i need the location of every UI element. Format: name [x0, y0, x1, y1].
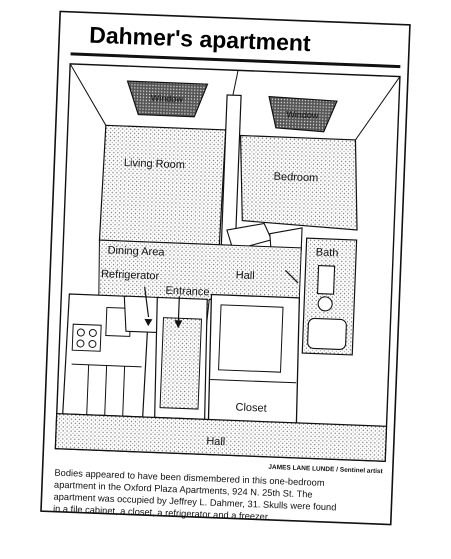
- refrigerator-arrow: [144, 286, 150, 318]
- hall-bottom-label: Hall: [206, 435, 225, 448]
- hall-inner-label: Hall: [235, 269, 254, 282]
- floor-plan: [54, 63, 401, 463]
- closet-door: [218, 304, 284, 373]
- cabinet-line: [122, 366, 126, 417]
- entrance-label: Entrance: [165, 285, 209, 299]
- entrance-floor: [159, 317, 202, 410]
- stove-burner: [88, 339, 97, 348]
- stove-burner: [76, 328, 85, 337]
- bath-label: Bath: [316, 246, 339, 259]
- closet-line: [210, 379, 297, 384]
- cabinet-line: [86, 364, 90, 415]
- stove-burner: [76, 339, 85, 348]
- window-right-shape: [268, 95, 338, 133]
- entrance-arrow: [177, 296, 180, 321]
- stove: [71, 323, 102, 352]
- closet-label: Closet: [235, 402, 267, 415]
- perspective-line: [355, 76, 401, 141]
- hall-arrow: [284, 269, 299, 284]
- window-right-label: Window: [286, 109, 319, 120]
- dining-area-label: Dining Area: [107, 244, 165, 258]
- bathtub: [307, 317, 347, 350]
- window-left-label: Window: [151, 93, 184, 104]
- artist-credit: JAMES LANE LUNDE / Sentinel artist: [268, 464, 384, 475]
- cabinet-line: [104, 365, 108, 416]
- entrance-arrowhead: [174, 320, 183, 329]
- toilet: [316, 265, 336, 295]
- bedroom-floor: [239, 134, 358, 231]
- living-room-label: Living Room: [124, 157, 186, 171]
- bedroom-label: Bedroom: [273, 171, 318, 185]
- refrigerator-arrowhead: [144, 318, 153, 327]
- headline-rule: [70, 52, 401, 69]
- sink: [317, 296, 333, 312]
- perspective-line: [69, 63, 107, 126]
- refrigerator-label: Refrigerator: [101, 268, 160, 282]
- stove-burner: [88, 328, 97, 337]
- bottom-hall-floor: [54, 413, 388, 462]
- refrigerator-box: [123, 295, 161, 334]
- window-left-shape: [126, 80, 209, 118]
- living-room-floor: [98, 124, 227, 246]
